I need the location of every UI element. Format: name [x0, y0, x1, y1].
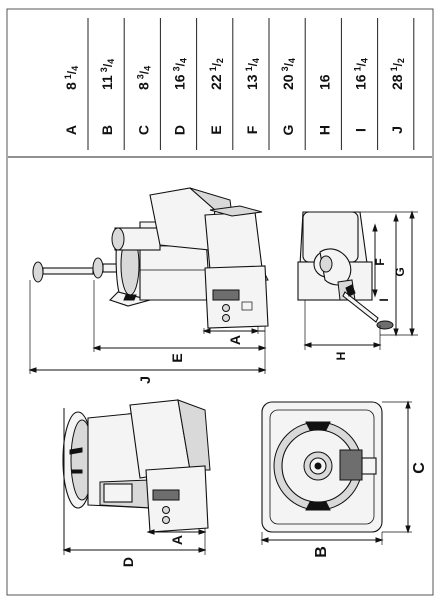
- control-panel: [212, 289, 253, 322]
- table-row-denominator: 2: [396, 58, 406, 63]
- table-row: J 28 1/2: [389, 18, 415, 150]
- table-row-numerator: 1: [63, 74, 73, 79]
- table-row: G 20 3/4: [280, 18, 306, 150]
- table-row-slash: /: [282, 62, 296, 66]
- table-row-letter: F: [244, 125, 260, 134]
- table-row-denominator: 4: [70, 66, 80, 71]
- table-row-letter: B: [99, 125, 115, 135]
- table-row-whole: 11: [99, 75, 115, 90]
- table-row-slash: /: [101, 63, 115, 67]
- control-panel-compact: [152, 489, 180, 524]
- dim-label-f: F: [373, 258, 387, 265]
- table-row-whole: 28: [389, 74, 405, 90]
- dim-label-i: I: [377, 298, 391, 301]
- table-row-denominator: 2: [215, 58, 225, 63]
- table-row-letter: I: [353, 128, 369, 132]
- table-row-slash: /: [210, 62, 224, 66]
- table-row-numerator: 1: [389, 66, 399, 71]
- table-row-numerator: 3: [172, 66, 182, 71]
- table-row-denominator: 4: [179, 58, 189, 63]
- pusher-knob: [32, 261, 44, 283]
- table-row: A 8 1/4: [63, 18, 89, 150]
- table-row-whole: 22: [208, 74, 224, 90]
- table-row-whole: 20: [280, 74, 296, 90]
- table-row-whole: 8: [135, 82, 151, 90]
- table-row-letter: H: [316, 125, 332, 135]
- table-row-value: 16 3/4: [172, 58, 189, 90]
- table-row-slash: /: [355, 62, 369, 66]
- dim-label-h: H: [334, 352, 348, 361]
- table-row: E 22 1/2: [208, 18, 234, 150]
- pusher-knob-inserted: [92, 257, 104, 279]
- table-row-value: 11 3/4: [99, 59, 116, 90]
- table-row-slash: /: [65, 70, 79, 74]
- table-row-whole: 13: [244, 74, 260, 90]
- table-row-denominator: 4: [287, 58, 297, 63]
- dim-label-g: G: [393, 267, 407, 276]
- table-row-value: 20 3/4: [280, 58, 297, 90]
- dim-label-b: B: [313, 546, 330, 558]
- table-row-denominator: 4: [142, 66, 152, 71]
- sheet-border: [6, 8, 434, 596]
- table-row-letter: E: [208, 125, 224, 134]
- table-row: I 16 1/4: [353, 18, 379, 150]
- side-view-compact: [62, 399, 211, 555]
- table-row-numerator: 1: [208, 66, 218, 71]
- table-row-denominator: 4: [360, 58, 370, 63]
- table-row-numerator: 3: [135, 74, 145, 79]
- table-row: D 16 3/4: [172, 18, 198, 150]
- dim-label-a-top: A: [227, 335, 243, 345]
- table-row-value: 28 1/2: [389, 58, 406, 90]
- table-row-letter: D: [172, 125, 188, 135]
- table-row-value: 8 1/4: [63, 66, 80, 90]
- dimension-table-rows: A81/4B113/4C83/4D163/4E221/2F131/4G203/4…: [63, 18, 415, 150]
- table-row-value: 16: [316, 74, 332, 90]
- table-row-whole: 16: [353, 74, 369, 90]
- table-row-letter: J: [389, 126, 405, 134]
- table-row-letter: G: [280, 124, 296, 135]
- top-view-with-feed-head: [297, 210, 418, 350]
- table-row-slash: /: [137, 70, 151, 74]
- table-row-letter: A: [63, 125, 79, 135]
- table-row-numerator: 3: [280, 66, 290, 71]
- table-row-value: 13 1/4: [244, 58, 261, 90]
- table-row-whole: 16: [316, 74, 332, 90]
- table-row-numerator: 1: [244, 66, 254, 71]
- table-row-denominator: 4: [251, 58, 261, 63]
- table-row: B 11 3/4: [99, 18, 125, 150]
- dim-label-j: J: [137, 376, 153, 384]
- table-row: H 16: [316, 18, 342, 150]
- table-row-numerator: 1: [353, 66, 363, 71]
- side-view-with-pusher: [28, 187, 269, 374]
- dim-label-a-bottom: A: [169, 535, 185, 545]
- dim-label-d: D: [120, 557, 136, 567]
- table-row: C 8 3/4: [135, 18, 161, 150]
- dim-label-e: E: [169, 353, 185, 362]
- top-view-compact: [260, 400, 412, 545]
- table-row-whole: 8: [63, 82, 79, 90]
- table-row-numerator: 3: [99, 67, 109, 72]
- table-row-slash: /: [391, 62, 405, 66]
- table-row-letter: C: [135, 125, 151, 135]
- table-row-denominator: 4: [106, 59, 116, 64]
- table-row-whole: 16: [172, 74, 188, 90]
- dim-label-c: C: [411, 462, 428, 474]
- table-row-slash: /: [246, 62, 260, 66]
- table-row-value: 22 1/2: [208, 58, 225, 90]
- table-row: F 13 1/4: [244, 18, 270, 150]
- table-row-value: 8 3/4: [135, 66, 152, 90]
- motor-base: [204, 211, 263, 271]
- table-row-value: 16 1/4: [353, 58, 370, 90]
- table-row-slash: /: [174, 62, 188, 66]
